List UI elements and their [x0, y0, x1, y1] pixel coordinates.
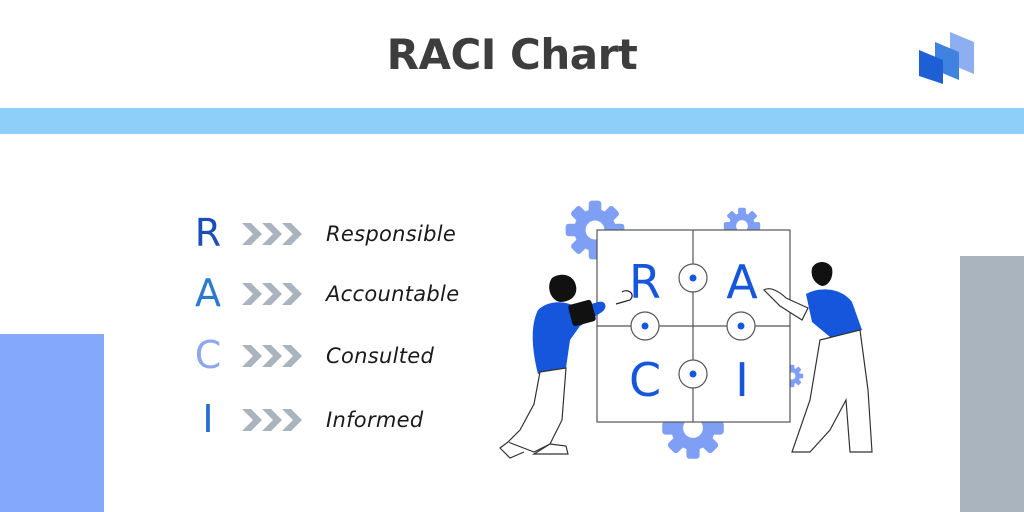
triple-chevron-icon: [242, 345, 302, 367]
legend-item-responsible: R Responsible: [190, 210, 490, 260]
triple-chevron-icon: [242, 409, 302, 431]
legend-letter: C: [194, 333, 222, 377]
legend-label: Informed: [326, 408, 424, 432]
grid-letter-i: I: [735, 353, 749, 407]
woman-figure: [499, 274, 633, 459]
grid-letter-r: R: [629, 255, 661, 309]
legend-item-consulted: C Consulted: [190, 332, 490, 382]
legend-item-accountable: A Accountable: [190, 270, 490, 320]
legend-label: Accountable: [326, 282, 460, 306]
grid-letter-c: C: [629, 353, 661, 407]
triple-chevron-icon: [242, 283, 302, 305]
legend-letter: A: [195, 271, 221, 315]
triple-chevron-icon: [242, 223, 302, 245]
raci-grid: R A C I: [596, 229, 791, 423]
right-decor-block: [960, 256, 1024, 512]
header-band: [0, 108, 1024, 134]
legend-letter: I: [202, 397, 214, 441]
left-decor-block: [0, 334, 104, 512]
legend-letter: R: [194, 211, 222, 255]
legend-label: Responsible: [326, 222, 457, 246]
grid-letter-a: A: [726, 255, 758, 309]
legend-item-informed: I Informed: [190, 396, 490, 446]
logo-icon: [919, 32, 974, 84]
man-figure: [763, 262, 873, 453]
raci-illustration: R A C I: [499, 200, 873, 459]
page-title: RACI Chart: [386, 30, 638, 79]
legend-label: Consulted: [326, 344, 435, 368]
